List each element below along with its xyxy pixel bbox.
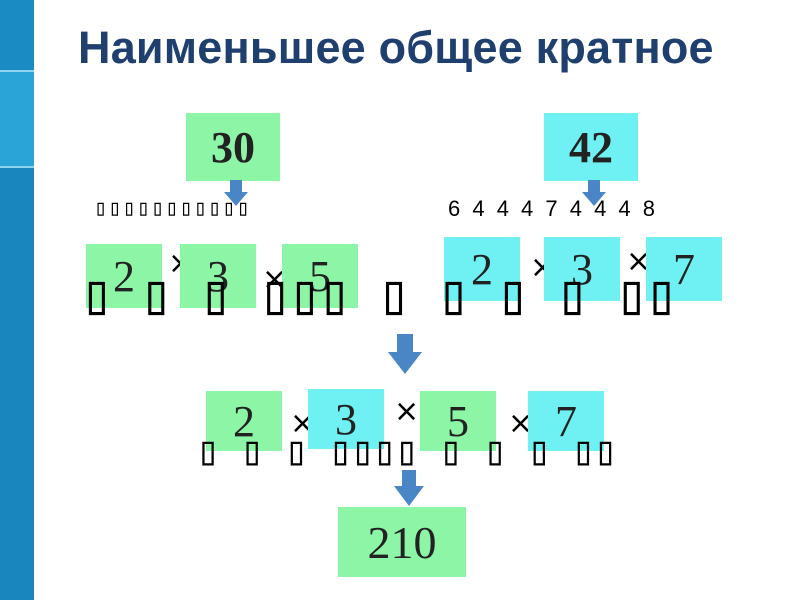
sidebar-divider <box>0 166 34 168</box>
number-30-box: 30 <box>186 113 280 181</box>
factor-box-right-2: 3 <box>544 237 620 301</box>
sidebar-segment-bottom <box>0 168 34 600</box>
left-sidebar <box>0 0 34 600</box>
combined-factor-box-1: 2 <box>206 391 282 451</box>
factor-box-right-3: 7 <box>646 237 722 301</box>
factor-box-left-3: 5 <box>282 244 358 308</box>
garbled-text-combined: ▯ ▯ ▯ ▯▯▯▯ ▯ ▯ ▯ ▯▯ <box>196 428 618 474</box>
down-arrow-icon <box>582 180 606 206</box>
garbled-text-big: ▯ ▯ ▯ ▯▯▯ ▯ ▯ ▯ ▯ ▯▯ <box>80 262 678 327</box>
combined-factor-box-2: 3 <box>308 389 384 449</box>
page-title: Наименьшее общее кратное <box>78 22 714 73</box>
down-arrow-icon <box>224 180 248 206</box>
sidebar-segment-mid <box>0 72 34 166</box>
garbled-text-left: ▯▯▯▯▯▯▯▯▯▯▯ <box>94 196 251 221</box>
digit-text-right: 6 4 4 4 7 4 4 4 8 <box>448 196 659 221</box>
factor-box-right-1: 2 <box>444 237 520 301</box>
combined-factor-box-3: 5 <box>420 391 496 451</box>
sidebar-divider <box>0 70 34 72</box>
times-sign: × <box>394 394 420 429</box>
down-arrow-icon <box>394 470 424 506</box>
result-box: 210 <box>338 507 466 577</box>
down-arrow-icon <box>388 334 422 374</box>
combined-factor-box-4: 7 <box>528 391 604 451</box>
factor-box-left-1: 2 <box>86 244 162 308</box>
factor-box-left-2: 3 <box>180 244 256 308</box>
sidebar-segment-top <box>0 0 34 72</box>
number-42-box: 42 <box>544 113 638 181</box>
